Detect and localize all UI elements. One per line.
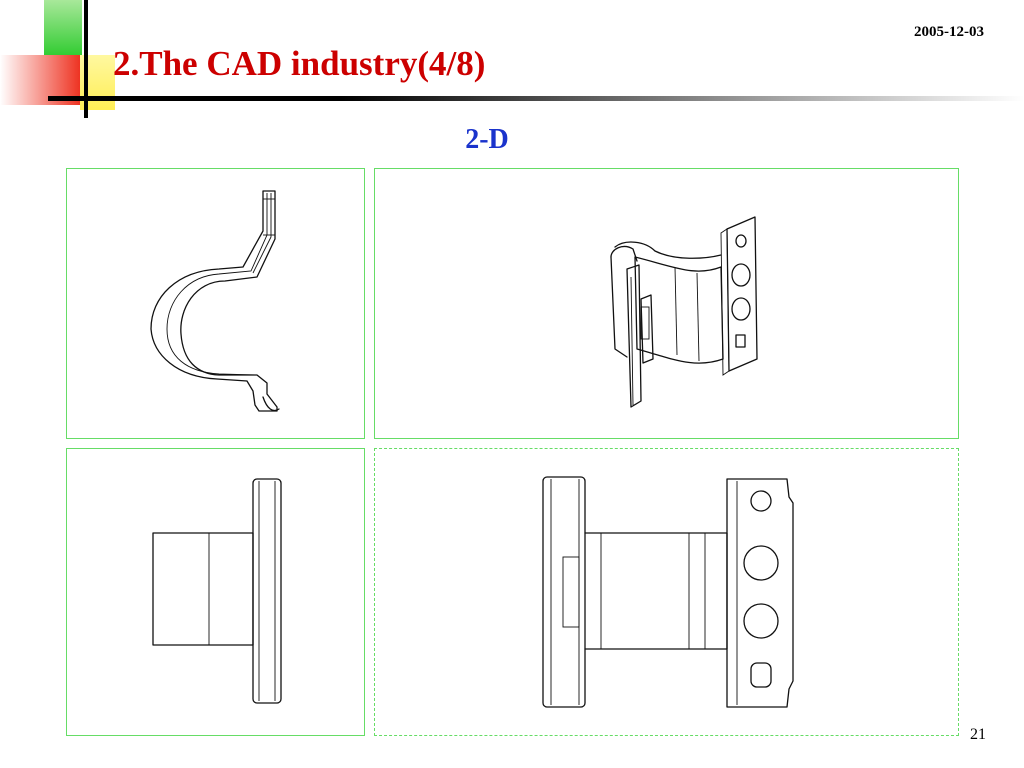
slide-subtitle: 2-D	[465, 124, 509, 155]
corner-green-block	[44, 0, 82, 55]
hinge-top-view-drawing	[542, 476, 794, 708]
slide-title: 2.The CAD industry(4/8)	[113, 44, 486, 83]
vertical-rule	[84, 0, 88, 118]
hinge-isometric-drawing	[610, 216, 758, 408]
drawing-panel-isometric	[374, 168, 959, 439]
drawing-panel-side-profile	[66, 168, 365, 439]
horizontal-rule	[48, 96, 1024, 101]
hinge-front-view-drawing	[152, 478, 282, 704]
hinge-side-profile-drawing	[150, 190, 280, 412]
slide-date: 2005-12-03	[914, 24, 984, 40]
drawing-panel-top-view	[374, 448, 959, 736]
page-number: 21	[970, 726, 986, 743]
drawing-panel-front-view	[66, 448, 365, 736]
